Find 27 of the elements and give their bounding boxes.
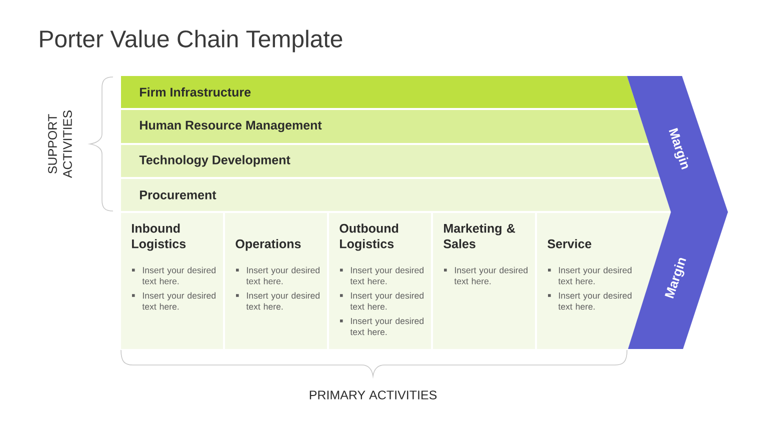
activity-band: Procurement [121,179,671,211]
column-heading: Inbound Logistics [132,224,186,251]
activity-cell [433,213,535,349]
bullet-text: Insert your desired text here. [246,292,320,310]
title: Porter Value Chain Template [40,30,342,52]
column-heading: Outbound Logistics [340,224,398,251]
bullet-text: Insert your desired text here. [350,292,424,310]
bullet-text: Insert your desired text here. [142,266,216,284]
activity-band: Technology Development [121,145,660,177]
bullet-text: Insert your desired text here. [454,266,528,284]
bottom-label: PRIMARY ACTIVITIES [310,390,437,400]
node-label: Margin [664,258,686,298]
bullet-text: Insert your desired text here. [350,266,424,284]
activity-cell [225,213,327,349]
bullet-text: Insert your desired text here. [246,266,320,284]
node-label: Margin [668,128,688,170]
bullet-text: Insert your desired text here. [142,292,216,310]
column-heading: Service [548,239,592,248]
activity-band: Human Resource Management [121,110,649,143]
column-heading: Marketing & Sales [444,224,516,248]
column-heading: Operations [236,239,301,251]
activity-band: Firm Infrastructure [121,76,638,108]
activity-cell [121,213,223,349]
bullet-text: Insert your desired text here. [350,318,424,336]
margin-band: Margin [627,76,728,212]
side-label: SUPPORT ACTIVITIES [48,110,72,178]
activity-cell [329,213,431,349]
